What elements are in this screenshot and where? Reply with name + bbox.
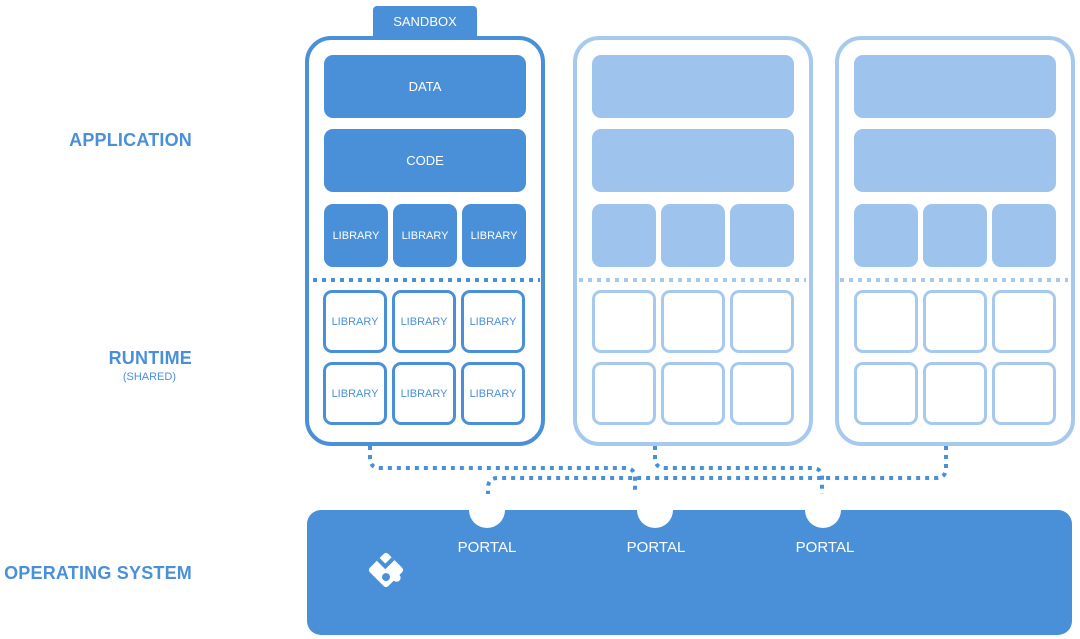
layer-label-os: OPERATING SYSTEM xyxy=(4,563,192,583)
portal-label: PORTAL xyxy=(457,539,517,556)
portal-connector xyxy=(637,492,673,528)
runtime-library-block-ghost xyxy=(923,362,987,425)
app-library-block: LIBRARY xyxy=(393,204,457,267)
runtime-library-block-ghost xyxy=(854,362,918,425)
code-block-ghost xyxy=(592,129,794,192)
runtime-library-block-ghost xyxy=(923,290,987,353)
runtime-library-block-ghost xyxy=(992,362,1056,425)
runtime-library-block-ghost xyxy=(661,290,725,353)
runtime-library-block: LIBRARY xyxy=(392,362,456,425)
layer-label-runtime: RUNTIME xyxy=(108,348,192,368)
runtime-library-block: LIBRARY xyxy=(461,362,525,425)
portal-connector xyxy=(469,492,505,528)
app-library-block: LIBRARY xyxy=(462,204,526,267)
runtime-library-block-ghost xyxy=(730,362,794,425)
connector-path xyxy=(486,446,948,494)
portal-connector xyxy=(805,492,841,528)
sandbox-ghost xyxy=(835,36,1075,446)
runtime-library-block: LIBRARY xyxy=(323,290,387,353)
runtime-library-block: LIBRARY xyxy=(323,362,387,425)
connector-path xyxy=(653,446,824,494)
portal-label: PORTAL xyxy=(795,539,855,556)
code-block: CODE xyxy=(324,129,526,192)
data-block-ghost xyxy=(592,55,794,118)
portal-label: PORTAL xyxy=(626,539,686,556)
app-library-block-ghost xyxy=(854,204,918,267)
sandbox-ghost xyxy=(573,36,813,446)
app-library-block-ghost xyxy=(923,204,987,267)
runtime-library-block-ghost xyxy=(730,290,794,353)
app-library-block-ghost xyxy=(592,204,656,267)
operating-system-box xyxy=(307,510,1072,635)
app-library-block: LIBRARY xyxy=(324,204,388,267)
data-block-ghost xyxy=(854,55,1056,118)
layer-label-application: APPLICATION xyxy=(69,130,192,150)
data-block: DATA xyxy=(324,55,526,118)
runtime-library-block-ghost xyxy=(854,290,918,353)
app-library-block-ghost xyxy=(992,204,1056,267)
connector-path-active xyxy=(368,446,637,494)
sandbox-active xyxy=(305,36,545,446)
app-library-block-ghost xyxy=(661,204,725,267)
runtime-library-block-ghost xyxy=(592,290,656,353)
runtime-library-block: LIBRARY xyxy=(392,290,456,353)
runtime-library-block: LIBRARY xyxy=(461,290,525,353)
sandbox-tab: SANDBOX xyxy=(373,6,477,38)
runtime-library-block-ghost xyxy=(661,362,725,425)
runtime-library-block-ghost xyxy=(992,290,1056,353)
flatpak-logo-icon xyxy=(368,552,404,588)
app-library-block-ghost xyxy=(730,204,794,267)
code-block-ghost xyxy=(854,129,1056,192)
layer-sublabel-runtime: (SHARED) xyxy=(122,371,176,383)
runtime-library-block-ghost xyxy=(592,362,656,425)
